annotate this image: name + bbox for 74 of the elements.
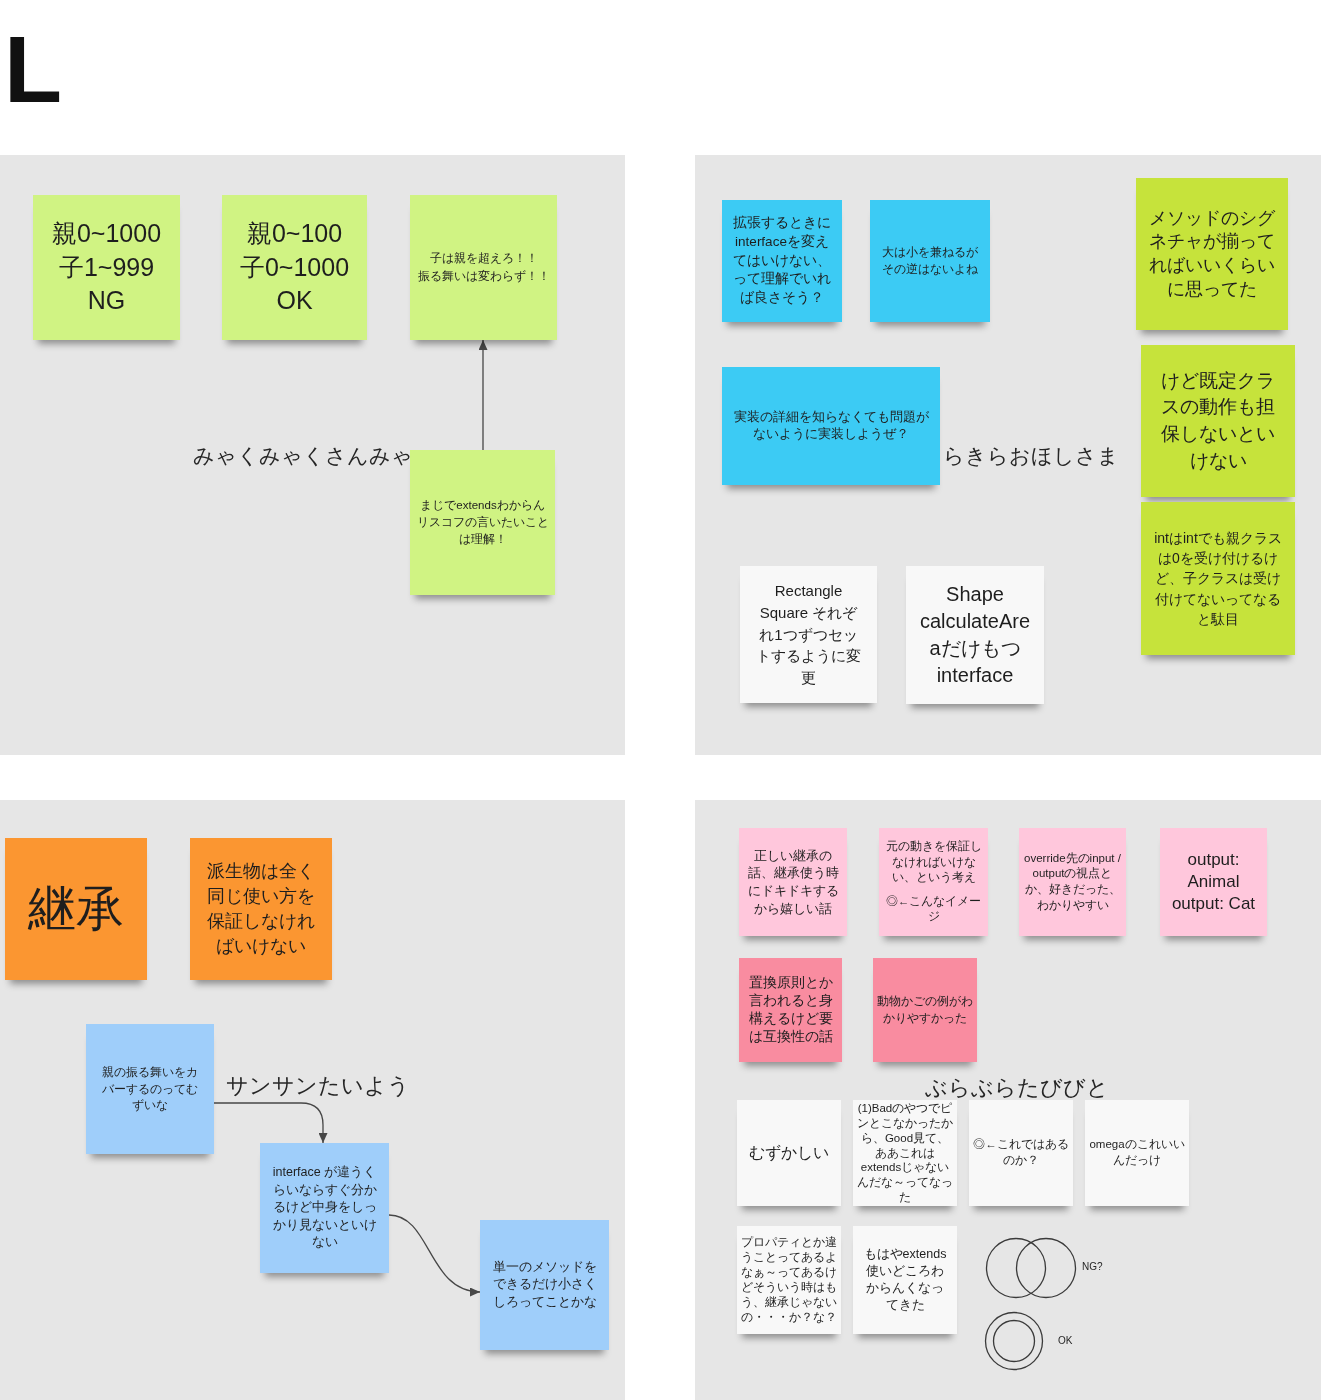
note-text: ◎←こんなイメージ	[884, 893, 983, 925]
sticky-note	[853, 1226, 957, 1334]
note-text: 正しい継承の話、継承使う時にドキドキするから嬉しい話	[746, 846, 840, 918]
sticky-note	[740, 566, 877, 703]
arrow	[388, 1214, 481, 1296]
sticky-note	[879, 828, 988, 936]
canvas-text: ぶらぶらたびびと	[925, 1077, 1109, 1099]
sticky-note	[739, 958, 842, 1062]
board-frame	[695, 155, 1321, 755]
note-text: Shape calculateAreaだけもつinterface	[919, 582, 1031, 688]
note-text: 単一のメソッドをできるだけ小さくしろってことかな	[492, 1258, 597, 1311]
sticky-note	[969, 1100, 1073, 1206]
note-text: Rectangle Square それぞれ1つずつセットするように変更	[755, 581, 862, 689]
sticky-note	[870, 200, 990, 322]
sticky-note	[1019, 828, 1126, 936]
sticky-note	[410, 450, 555, 595]
note-text: むずかしい	[749, 1142, 829, 1163]
sticky-note	[1141, 345, 1295, 497]
note-text: リスコフの言いたいことは理解！	[415, 514, 550, 548]
note-text: 元の動きを保証しなければいけない、という考え	[884, 839, 983, 886]
note-text: もはやextends使いどころわからんくなってきた	[862, 1246, 948, 1314]
note-text: 親0~1000 子1~999 NG	[50, 217, 163, 317]
sticky-note	[86, 1024, 214, 1154]
note-text: intはintでも親クラスは0を受け付けるけど、子クラスは受け付けてないってなると駄目	[1154, 528, 1282, 629]
note-text: output: Animal output: Cat	[1170, 848, 1257, 916]
arrow	[478, 339, 488, 451]
board-frame	[0, 800, 625, 1400]
sticky-note	[739, 828, 847, 936]
arrow	[213, 1102, 328, 1144]
note-text: 派生物は全く同じ使い方を保証しなければいけない	[206, 859, 316, 959]
annotation-label: NG?	[1082, 1262, 1103, 1272]
canvas-text: らきらおほしさま	[943, 445, 1119, 466]
sticky-note	[873, 958, 977, 1062]
note-text: 親0~100 子0~1000 OK	[238, 217, 351, 317]
note-text: 継承	[28, 881, 124, 938]
board-frame	[0, 155, 625, 755]
note-text: 子は親を超えろ！！	[429, 251, 538, 267]
sticky-note	[737, 1226, 841, 1334]
annotation-label: OK	[1058, 1336, 1073, 1346]
note-text: 振る舞いは変わらず！！	[417, 268, 550, 285]
sticky-note	[480, 1220, 609, 1350]
note-text: まじでextendsわからん	[420, 497, 545, 513]
note-text: 置換原則とか言われると身構えるけど要は互換性の話	[747, 973, 834, 1047]
sticky-note	[260, 1143, 389, 1273]
note-text: 大は小を兼ねるがその逆はないよね	[881, 243, 979, 278]
sticky-note	[1085, 1100, 1189, 1206]
sticky-note	[722, 200, 842, 322]
note-text: (1)Badのやつでピンとこなかったから、Good見て、ああこれはextendsじゃないんだな～ってなった	[857, 1100, 953, 1206]
note-text: 親の振る舞いをカバーするのってむずいな	[101, 1063, 199, 1115]
sticky-note	[190, 838, 332, 980]
sticky-note	[222, 195, 367, 340]
sticky-note	[410, 195, 557, 340]
note-text: メソッドのシグネチャが揃ってればいいくらいに思ってた	[1149, 206, 1275, 301]
note-text: プロパティとか違うことってあるよなぁ～ってあるけどそういう時はもう、継承じゃないの・・・か？な？	[741, 1235, 837, 1325]
note-text: けど既定クラスの動作も担保しないといけない	[1160, 368, 1276, 473]
sticky-note	[1136, 178, 1288, 330]
note-text: 実装の詳細を知らなくても問題がないように実装しようぜ？	[733, 408, 929, 443]
note-text: override先のinput / outputの視点とか、好きだった、わかりやすい	[1023, 850, 1122, 913]
sticky-note	[737, 1100, 841, 1206]
sticky-note	[906, 566, 1044, 704]
note-text: 動物かごの例がわかりやすかった	[877, 993, 973, 1026]
note-text: ◎←これではあるのか？	[973, 1137, 1069, 1168]
title: L	[4, 22, 63, 117]
note-text: interface が違うくらいならすぐ分かるけど中身をしっかり見ないといけない	[272, 1164, 377, 1252]
canvas-text: みゃくみゃくさんみゃ	[193, 445, 413, 466]
canvas-text: サンサンたいよう	[226, 1075, 410, 1097]
board-frame	[695, 800, 1321, 1400]
sticky-note	[5, 838, 147, 980]
sticky-note	[33, 195, 180, 340]
note-text: 拡張するときにinterfaceを変えてはいけない、って理解でいれば良さそう？	[732, 214, 832, 307]
note-text: omegaのこれいいんだっけ	[1089, 1137, 1185, 1168]
sticky-note	[1160, 828, 1267, 936]
sticky-note	[722, 367, 940, 485]
sticky-note	[1141, 502, 1295, 655]
